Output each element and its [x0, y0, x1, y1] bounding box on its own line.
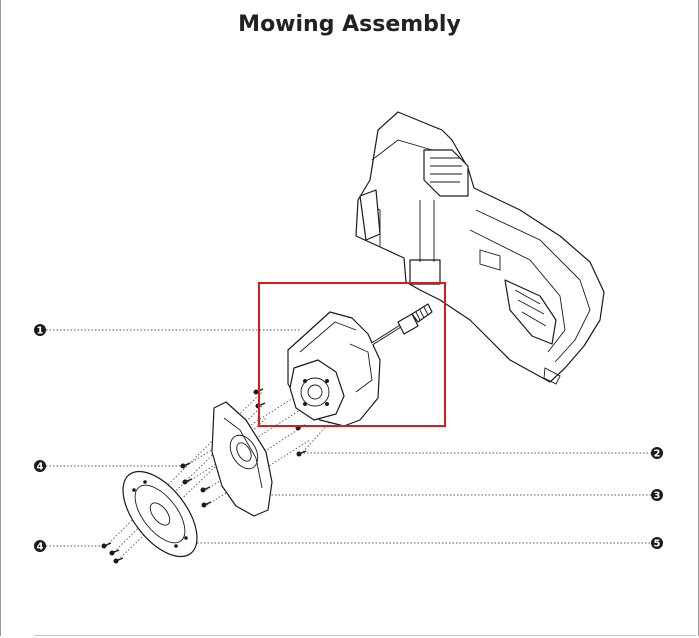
callout-marker — [651, 537, 663, 549]
cutting-motor-part — [287, 303, 433, 427]
screw — [113, 557, 124, 564]
callout-4b[interactable]: 4 — [34, 540, 46, 553]
screw — [182, 478, 193, 485]
callout-label: 5 — [654, 539, 661, 550]
screw — [109, 549, 120, 556]
bottom-divider — [34, 635, 696, 636]
mounting-cover-part — [211, 401, 273, 517]
callout-3[interactable]: 3 — [651, 489, 663, 502]
screw — [296, 450, 307, 457]
callout-marker — [651, 489, 663, 501]
screw — [101, 542, 112, 549]
callout-label: 3 — [654, 491, 661, 502]
callout-label: 2 — [654, 449, 661, 460]
screw — [201, 501, 212, 508]
page-title: Mowing Assembly — [238, 12, 461, 37]
callout-marker — [34, 324, 46, 336]
callout-label: 4 — [37, 542, 44, 553]
callout-5[interactable]: 5 — [651, 537, 663, 550]
callout-label: 1 — [37, 326, 44, 337]
callout-marker — [34, 460, 46, 472]
blade-disc-part — [122, 470, 198, 558]
callout-4a[interactable]: 4 — [34, 460, 46, 473]
mower-body-part — [355, 111, 605, 385]
callout-marker — [651, 447, 663, 459]
callout-marker — [34, 540, 46, 552]
screw — [180, 462, 191, 469]
callout-2[interactable]: 2 — [651, 447, 663, 460]
callout-label: 4 — [37, 462, 44, 473]
callout-1[interactable]: 1 — [34, 324, 46, 337]
screw — [255, 402, 266, 409]
screw — [200, 486, 211, 493]
highlight-box — [258, 282, 446, 427]
